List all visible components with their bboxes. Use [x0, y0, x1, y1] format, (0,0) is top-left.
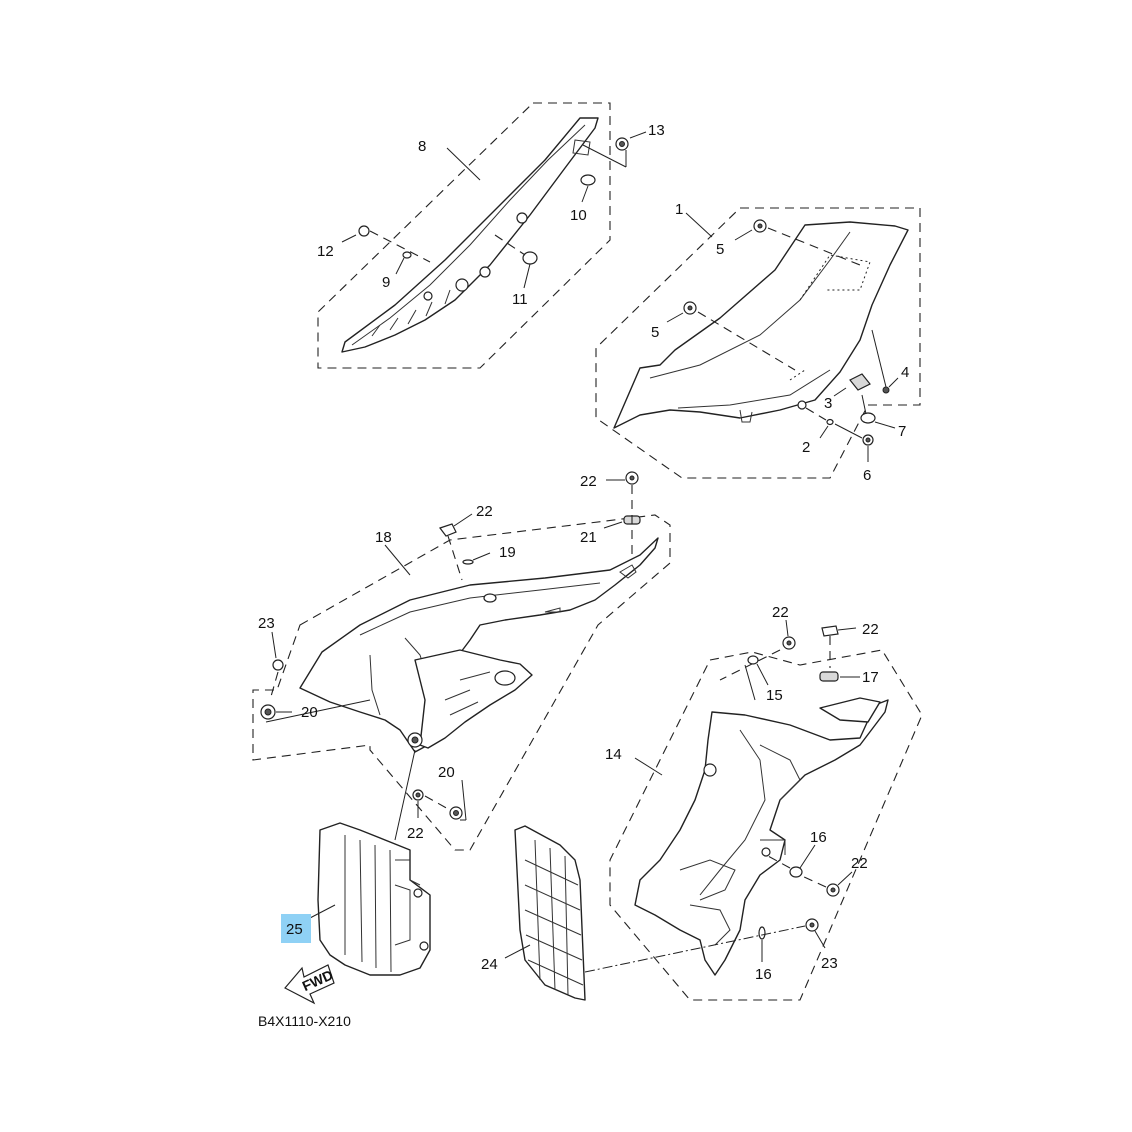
part-12-screw: [341, 225, 370, 243]
part-7-clip: [860, 394, 896, 429]
callout-labels: 1 2 3 4 5 5 6 7 8 9 10 11 12 13 14 15 16…: [258, 122, 909, 983]
callout-22b: 22: [476, 503, 493, 520]
callout-5b: 5: [651, 324, 659, 341]
callout-1: 1: [675, 201, 683, 218]
part-20-grommet-b: [449, 779, 467, 821]
callout-22e: 22: [862, 621, 879, 638]
part-2-collar: [805, 407, 834, 439]
callout-2: 2: [802, 439, 810, 456]
callout-22f: 22: [851, 855, 868, 872]
drawing-code: B4X1110-X210: [258, 1013, 351, 1029]
part-24-grille: [514, 825, 586, 1001]
callout-23b: 23: [821, 955, 838, 972]
part-16-collar-b: [758, 926, 766, 962]
highlight-box-25: [281, 914, 311, 943]
callout-22d: 22: [772, 604, 789, 621]
callout-25: 25: [286, 921, 303, 938]
part-22-screw-b: [606, 471, 639, 485]
part-25-radiator-guard: [317, 822, 431, 976]
callout-17: 17: [862, 669, 879, 686]
part-3-nut: [833, 373, 871, 397]
callout-5a: 5: [716, 241, 724, 258]
callout-22a: 22: [580, 473, 597, 490]
part-6-bolt: [834, 423, 874, 462]
callout-14: 14: [605, 746, 622, 763]
part-15-collar: [744, 655, 769, 701]
part-22-screw-c: [412, 789, 451, 818]
part-22-screw-d: [719, 619, 796, 681]
part-14-shroud: [609, 649, 923, 1001]
part-10-grommet: [580, 174, 596, 203]
part-5-grommet-lower: [666, 301, 796, 371]
callout-22c: 22: [407, 825, 424, 842]
callout-13: 13: [648, 122, 665, 139]
callout-19: 19: [499, 544, 516, 561]
part-17-nut: [819, 671, 860, 682]
part-18-shroud: [252, 514, 671, 851]
part-1-side-cover: [595, 207, 921, 479]
callout-7: 7: [898, 423, 906, 440]
part-22-screw-e: [821, 625, 857, 668]
callout-20b: 20: [438, 764, 455, 781]
callout-10: 10: [570, 207, 587, 224]
callout-15: 15: [766, 687, 783, 704]
part-19-washer: [462, 552, 491, 565]
part-13-bolt: [615, 131, 647, 151]
callout-6: 6: [863, 467, 871, 484]
part-4-nut: [871, 329, 899, 394]
part-20-grommet-a: [260, 699, 371, 723]
callout-16b: 16: [755, 966, 772, 983]
callout-11: 11: [512, 291, 528, 308]
part-8-bracket: [317, 102, 611, 369]
part-22-screw-a: [439, 513, 473, 581]
callout-24: 24: [481, 956, 498, 973]
part-21-nut: [603, 485, 641, 560]
part-23-screw-b: [805, 918, 826, 949]
callout-4: 4: [901, 364, 909, 381]
callout-8: 8: [418, 138, 426, 155]
callout-12: 12: [317, 243, 334, 260]
callout-23a: 23: [258, 615, 275, 632]
part-22-screw-f: [801, 871, 853, 897]
callout-9: 9: [382, 274, 390, 291]
callout-3: 3: [824, 395, 832, 412]
callout-16a: 16: [810, 829, 827, 846]
part-16-collar-a: [767, 844, 816, 878]
part-9-washer: [395, 251, 412, 275]
part-11-grommet: [522, 251, 538, 289]
callout-18: 18: [375, 529, 392, 546]
callout-20a: 20: [301, 704, 318, 721]
callout-21: 21: [580, 529, 597, 546]
forward-arrow-icon: FWD: [284, 964, 335, 1005]
part-5-grommet-upper: [734, 219, 861, 266]
part-23-screw-a: [269, 631, 284, 701]
